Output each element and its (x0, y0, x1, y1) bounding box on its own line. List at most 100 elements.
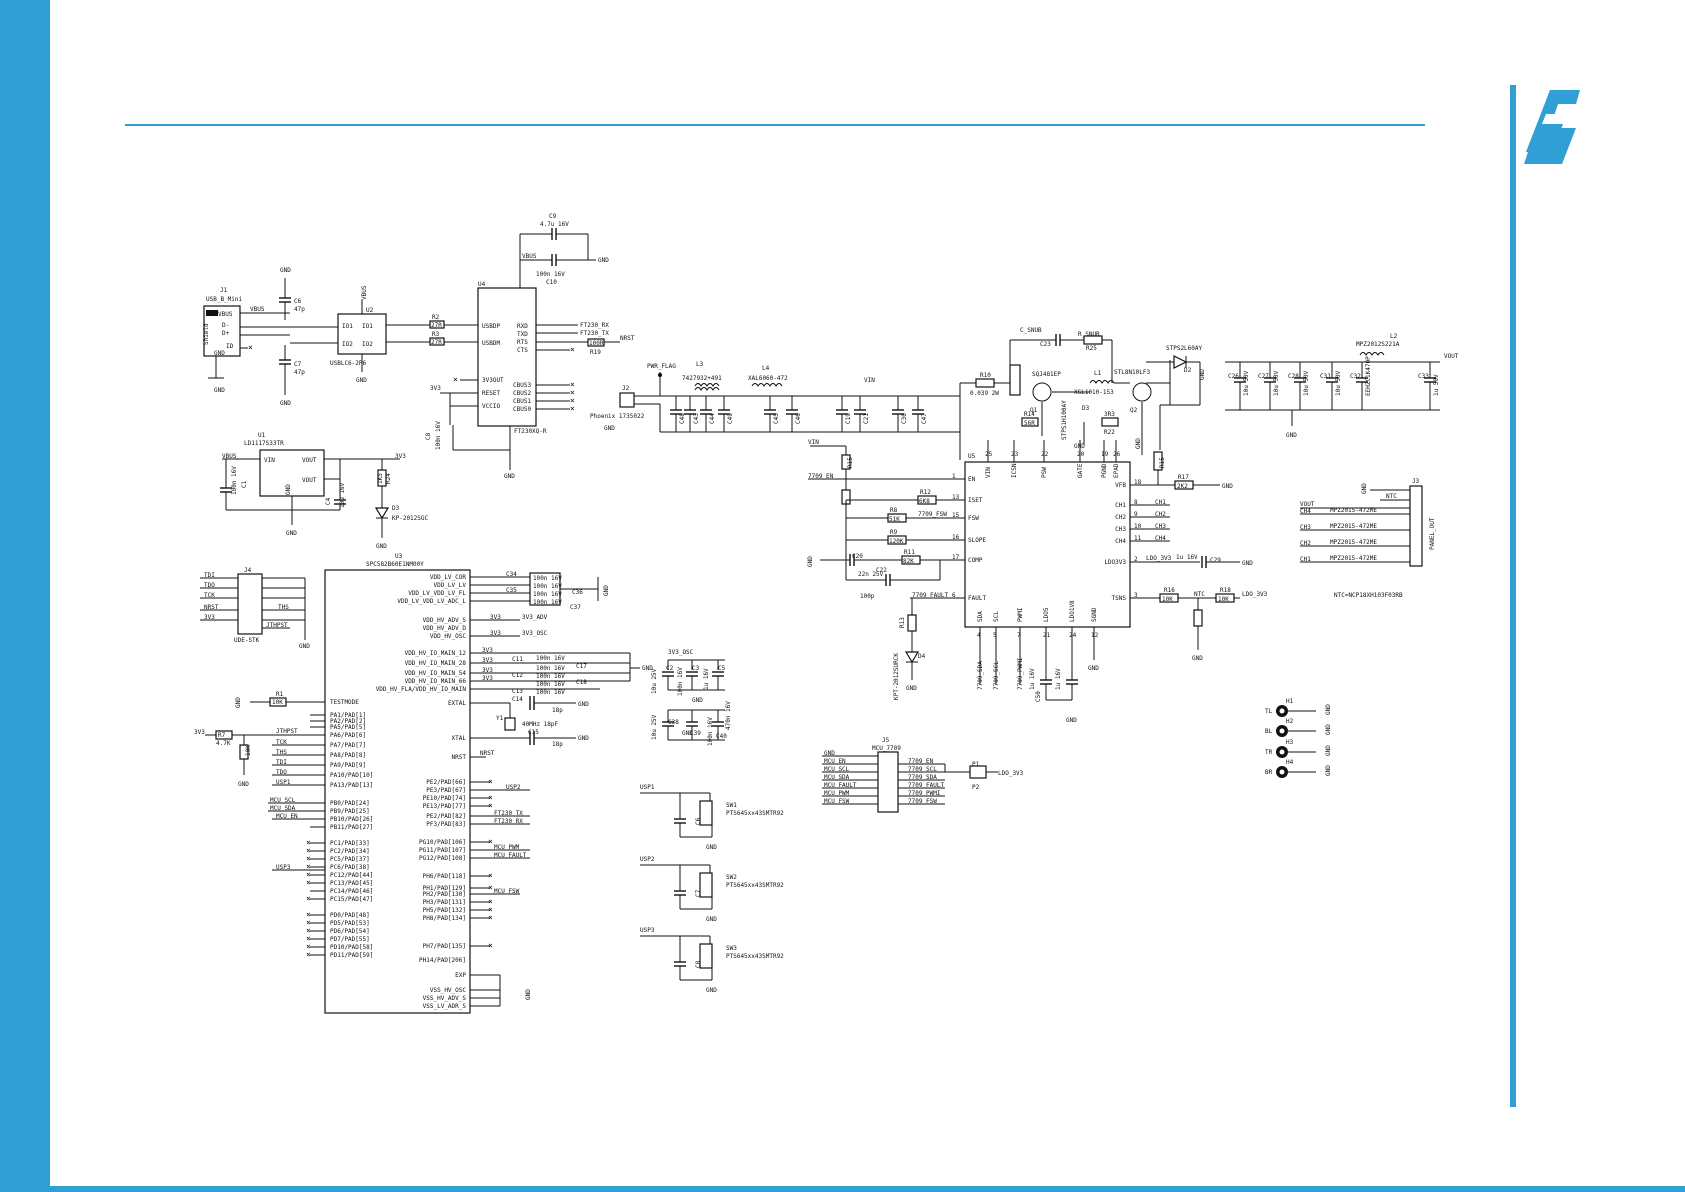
mcu-supply-caps: C34 C35 C36 C37 100n 16V 100n 16V 100n 1… (470, 571, 653, 1007)
j5-left-net: MCU_FAULT (824, 782, 857, 789)
svg-text:47p: 47p (294, 369, 305, 376)
svg-text:6: 6 (952, 592, 956, 599)
controller-right-wiring: R17 2K2 GND R15 CH1 CH2 CH3 CH4 LDO_3V3 … (1130, 451, 1268, 662)
svg-text:L1: L1 (1094, 370, 1102, 377)
svg-text:C37: C37 (570, 604, 581, 611)
svg-text:10K: 10K (272, 699, 283, 706)
svg-text:C1: C1 (241, 480, 248, 488)
mcu-right-pin: VDD_HV_IO_MAIN_66 (405, 678, 467, 685)
svg-text:R14: R14 (1024, 411, 1035, 418)
svg-text:15: 15 (952, 512, 960, 519)
svg-text:LDO3V3: LDO3V3 (1104, 559, 1126, 566)
svg-text:EN: EN (968, 476, 976, 483)
svg-text:C23: C23 (1040, 341, 1051, 348)
svg-text:CH3: CH3 (1155, 523, 1166, 530)
svg-text:1u 16V: 1u 16V (1055, 668, 1062, 690)
svg-text:19: 19 (1101, 451, 1109, 458)
svg-text:D4: D4 (918, 653, 926, 660)
svg-text:C39: C39 (690, 730, 701, 737)
input-cap-ref: C43 (693, 413, 700, 424)
svg-text:STPS2L60AY: STPS2L60AY (1166, 345, 1203, 352)
svg-text:LD1117S33TR: LD1117S33TR (244, 440, 284, 447)
svg-text:R7: R7 (218, 732, 226, 739)
svg-text:3V3: 3V3 (482, 647, 493, 654)
svg-text:×: × (488, 837, 493, 846)
mcu-left-pin: PD5/PAD[53] (330, 920, 370, 927)
svg-text:USP3: USP3 (276, 864, 291, 871)
svg-text:GND: GND (1192, 655, 1203, 662)
input-cap-ref: C30 (901, 413, 908, 424)
svg-text:100n 16V: 100n 16V (533, 591, 562, 598)
svg-text:CH3: CH3 (1115, 526, 1126, 533)
j5-left-net: MCU_SDA (824, 774, 850, 781)
svg-text:IO2: IO2 (342, 341, 353, 348)
svg-text:R12: R12 (920, 489, 931, 496)
svg-text:C15: C15 (528, 729, 539, 736)
svg-text:100n 16V: 100n 16V (533, 583, 562, 590)
svg-text:C34: C34 (506, 571, 517, 578)
mcu-right-pin: VSS_HV_OSC (430, 987, 467, 994)
svg-text:XAL6060-472: XAL6060-472 (748, 375, 788, 382)
svg-text:100n 16V: 100n 16V (536, 665, 565, 672)
svg-text:U2: U2 (366, 307, 374, 314)
mount-ref: H4 (1286, 759, 1294, 766)
mcu-right-pin: EXTAL (448, 700, 466, 707)
svg-text:22n 25V: 22n 25V (858, 571, 884, 578)
svg-text:GND: GND (504, 473, 515, 480)
svg-text:GND: GND (214, 387, 225, 394)
svg-text:LDO_3V3: LDO_3V3 (998, 770, 1024, 777)
svg-text:20: 20 (1077, 451, 1085, 458)
usb-series-resistors: R2 27R R3 27R (429, 314, 478, 346)
mcu-left-pin: PC6/PAD[38] (330, 864, 370, 871)
mcu-right-pin: PG11/PAD[107] (419, 847, 466, 854)
svg-text:56R: 56R (1024, 420, 1035, 427)
svg-text:GND: GND (356, 377, 367, 384)
svg-text:GND: GND (1361, 483, 1368, 494)
svg-text:R25: R25 (1086, 345, 1097, 352)
j5-left-net: MCU_PWM (824, 790, 850, 797)
svg-text:GND: GND (1222, 483, 1233, 490)
svg-text:GND: GND (642, 665, 653, 672)
j5-right-net: 7709_SCL (908, 766, 937, 773)
svg-text:TDO: TDO (276, 769, 287, 776)
svg-text:100n 16V: 100n 16V (707, 717, 714, 746)
output-cap-ref: C31 (1320, 373, 1331, 380)
svg-text:R16: R16 (1164, 587, 1175, 594)
svg-text:1u 16V: 1u 16V (1029, 668, 1036, 690)
svg-text:VIN: VIN (985, 467, 992, 478)
mcu-left-pin: PA1/PAD[1] (330, 712, 366, 719)
svg-text:NRST: NRST (620, 335, 635, 342)
svg-text:1u 16V: 1u 16V (1176, 554, 1198, 561)
svg-text:JTHPST: JTHPST (266, 622, 288, 629)
svg-text:×: × (306, 942, 311, 951)
mcu-right-pin: PH14/PAD[206] (419, 957, 466, 964)
mcu-right-pin: VDD_HV_OSC (430, 633, 467, 640)
svg-text:USBDM: USBDM (482, 340, 500, 347)
svg-text:3V3OUT: 3V3OUT (482, 377, 504, 384)
svg-text:C8: C8 (695, 960, 702, 968)
mcu-left-pin: PC12/PAD[44] (330, 872, 373, 879)
mcu-left-pin: PA5/PAD[5] (330, 724, 366, 731)
svg-text:VIN: VIN (808, 439, 819, 446)
svg-text:GND: GND (376, 543, 387, 550)
svg-text:1: 1 (952, 473, 956, 480)
switch-value: PTS645xx43SMTR92 (726, 810, 784, 817)
svg-text:VBUS: VBUS (222, 453, 237, 460)
svg-text:MCU_PWM: MCU_PWM (494, 844, 520, 851)
svg-text:120K: 120K (889, 538, 904, 545)
svg-text:7709_SCL: 7709_SCL (993, 661, 1000, 690)
switch-net: USP1 (640, 784, 655, 791)
svg-text:C9: C9 (549, 213, 557, 220)
svg-text:R8: R8 (890, 507, 898, 514)
switch-ref: SW1 (726, 802, 737, 809)
svg-text:4.7u 16V: 4.7u 16V (540, 221, 569, 228)
svg-text:Phoenix 1735022: Phoenix 1735022 (590, 413, 645, 420)
j5-right-net: 7709_FSW (908, 798, 937, 805)
svg-text:VOUT: VOUT (302, 477, 317, 484)
mcu-right-pin: PE3/PAD[67] (426, 787, 466, 794)
svg-text:×: × (488, 941, 493, 950)
mcu-left-pin: PC14/PAD[46] (330, 888, 373, 895)
svg-text:CBUS2: CBUS2 (513, 390, 531, 397)
bottom-accent-rule (50, 1186, 1685, 1192)
svg-text:THS: THS (278, 604, 289, 611)
